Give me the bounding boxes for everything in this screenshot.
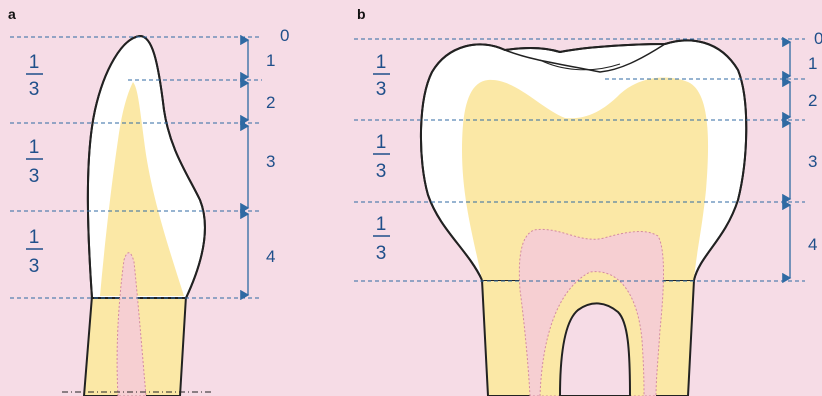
svg-text:3: 3 [29,166,40,187]
panel-b-level-2: 2 [808,91,817,110]
panel-b-level-0: 0 [814,29,822,48]
panel-a-level-3: 3 [266,152,275,171]
svg-text:3: 3 [376,161,387,182]
panel-b-fraction-3: 1 3 [373,214,390,264]
panel-b-level-3: 3 [808,152,817,171]
svg-text:1: 1 [376,52,387,73]
svg-text:1: 1 [29,137,40,158]
panel-b-level-4: 4 [808,235,817,254]
panel-a-level-1: 1 [266,51,275,70]
panel-b-fraction-2: 1 3 [373,132,390,182]
panel-a-fraction-1: 1 3 [26,52,43,100]
svg-text:1: 1 [29,227,40,248]
panel-b-fraction-1: 1 3 [373,52,390,100]
panel-b-label: b [357,6,366,22]
panel-a-fraction-3: 1 3 [26,227,43,277]
svg-text:1: 1 [376,132,387,153]
svg-text:1: 1 [29,52,40,73]
svg-text:1: 1 [376,214,387,235]
panel-a-fraction-2: 1 3 [26,137,43,187]
panel-b: b 0 1 [354,6,822,396]
panel-a-level-4: 4 [266,247,275,266]
svg-text:3: 3 [376,79,387,100]
panel-a: a 0 1 2 3 4 [8,6,289,396]
svg-text:3: 3 [29,79,40,100]
svg-text:3: 3 [29,256,40,277]
svg-text:3: 3 [376,243,387,264]
panel-a-level-0: 0 [280,26,289,45]
panel-a-level-2: 2 [266,93,275,112]
panel-b-level-1: 1 [808,54,817,73]
panel-a-label: a [8,6,16,22]
